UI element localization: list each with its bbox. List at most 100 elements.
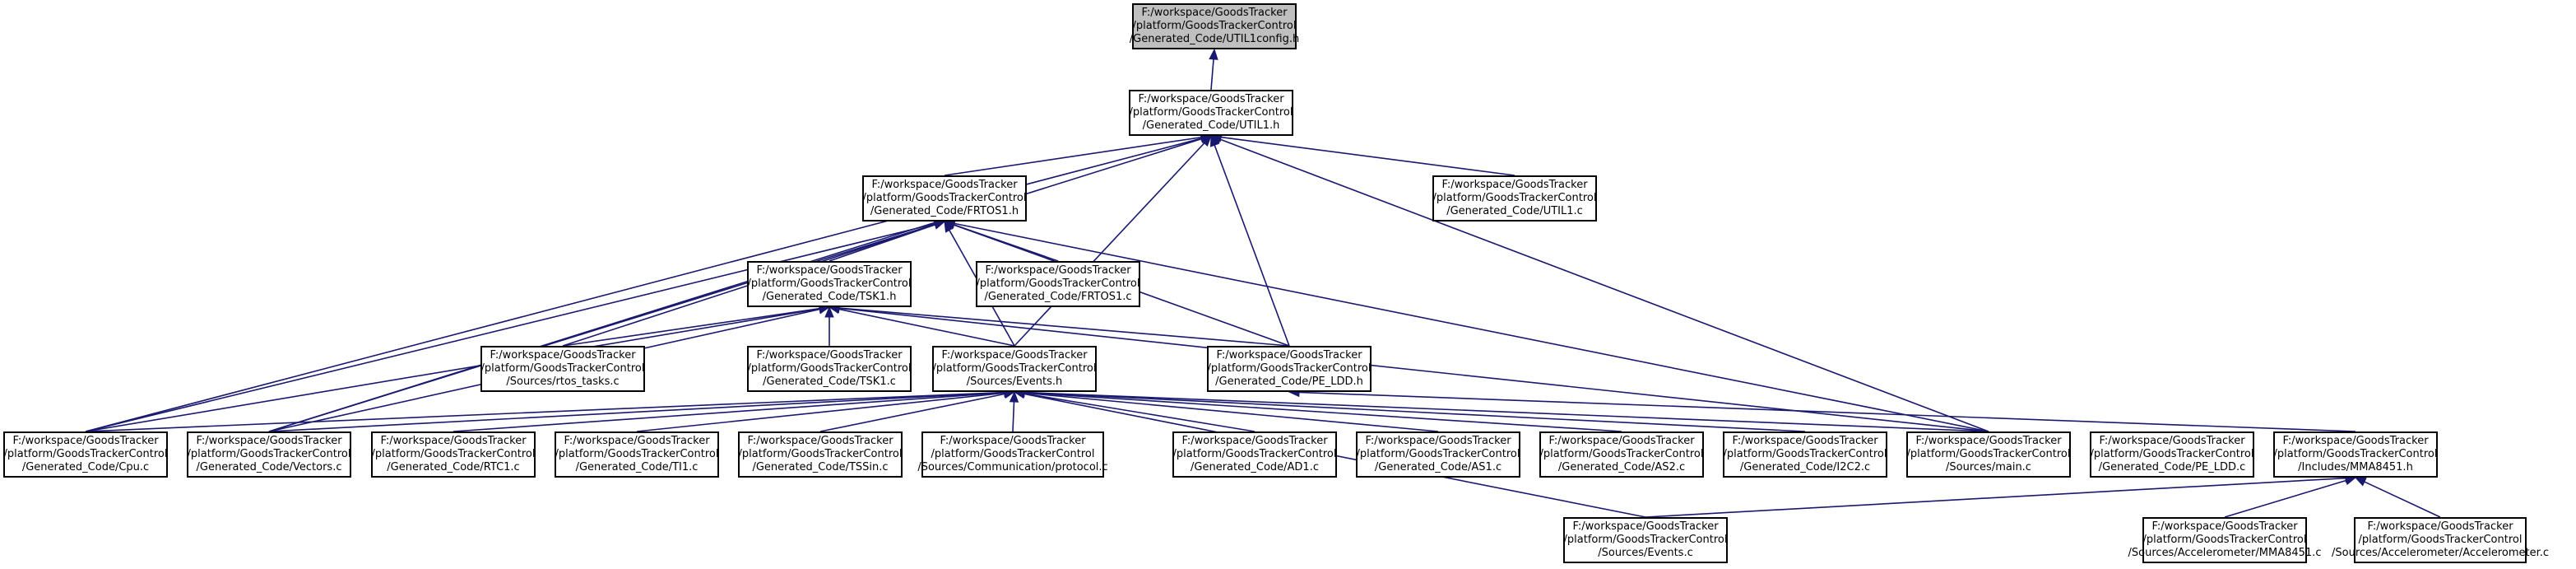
node-label-line: /platform/GoodsTrackerControl [738, 448, 903, 460]
node-label-line: F:/workspace/GoodsTracker [941, 349, 1088, 361]
node-label-line: /Generated_Code/AS1.c [1374, 461, 1502, 473]
node-label-line: /Generated_Code/Cpu.c [21, 461, 150, 473]
graph-node-tsk1c[interactable]: F:/workspace/GoodsTracker/platform/Goods… [747, 346, 912, 392]
graph-node-util1cfg: F:/workspace/GoodsTracker/platform/Goods… [1130, 3, 1299, 49]
node-label-line: /Includes/MMA8451.h [2298, 461, 2413, 473]
edge-cpuc-to-tsk1h [85, 308, 820, 432]
graph-node-ti1c[interactable]: F:/workspace/GoodsTracker/platform/Goods… [555, 431, 719, 478]
graph-node-accc[interactable]: F:/workspace/GoodsTracker/platform/Goods… [2332, 517, 2549, 563]
graph-node-frtos1c[interactable]: F:/workspace/GoodsTracker/platform/Goods… [976, 261, 1140, 307]
node-label-line: /platform/GoodsTrackerControl [2358, 534, 2523, 546]
arrowhead-util1h-to-util1cfg [1209, 48, 1218, 60]
arrowhead-accc-to-mma8451h [2354, 477, 2367, 487]
edge-eventsh-to-tsk1h [838, 308, 1015, 347]
node-label-line: /Generated_Code/UTIL1.c [1446, 205, 1583, 217]
node-label-line: F:/workspace/GoodsTracker [940, 435, 1086, 447]
node-label-line: F:/workspace/GoodsTracker [1138, 93, 1284, 105]
edge-eventsc-to-mma8451h [1645, 477, 2346, 518]
graph-node-eventsc[interactable]: F:/workspace/GoodsTracker/platform/Goods… [1563, 517, 1728, 563]
edge-vectorsc-to-frtos1h [268, 223, 935, 432]
edge-util1c-to-util1h [1220, 136, 1515, 176]
node-label-line: /Generated_Code/TSK1.h [762, 291, 897, 303]
node-label-line: /platform/GoodsTrackerControl [1172, 448, 1337, 460]
node-label-line: /Generated_Code/TSK1.c [763, 375, 896, 388]
edge-mainc-to-util1h [1219, 138, 1989, 432]
node-label-line: F:/workspace/GoodsTracker [196, 435, 342, 447]
node-label-line: /Generated_Code/RTC1.c [387, 461, 520, 473]
node-label-line: F:/workspace/GoodsTracker [1365, 435, 1511, 447]
node-label-line: /platform/GoodsTrackerControl [1207, 362, 1372, 375]
node-label-line: F:/workspace/GoodsTracker [1441, 179, 1588, 191]
edge-peldh-to-util1h [1214, 144, 1290, 347]
graph-node-as1c[interactable]: F:/workspace/GoodsTracker/platform/Goods… [1356, 431, 1520, 478]
node-label-line: F:/workspace/GoodsTracker [756, 349, 903, 361]
node-label-line: F:/workspace/GoodsTracker [1216, 349, 1362, 361]
graph-node-ad1c[interactable]: F:/workspace/GoodsTracker/platform/Goods… [1172, 431, 1337, 478]
node-label-line: /Generated_Code/PE_LDD.h [1215, 375, 1363, 388]
arrowhead-protocolc-to-eventsh [1009, 390, 1019, 403]
edge-tssinc-to-eventsh [819, 393, 1005, 432]
node-label-line: /Generated_Code/FRTOS1.h [870, 205, 1019, 217]
graph-node-util1c[interactable]: F:/workspace/GoodsTracker/platform/Goods… [1432, 175, 1597, 222]
node-label-line: /platform/GoodsTrackerControl [2142, 534, 2307, 546]
node-label-line: /Generated_Code/TI1.c [575, 461, 699, 473]
edge-freertos-to-tsk1h [562, 307, 820, 347]
graph-node-util1h[interactable]: F:/workspace/GoodsTracker/platform/Goods… [1129, 90, 1293, 136]
edge-protocolc-to-eventsh [1012, 401, 1015, 432]
node-label-line: /Generated_Code/UTIL1.h [1142, 119, 1280, 132]
node-label-line: F:/workspace/GoodsTracker [985, 264, 1131, 277]
node-label-line: /platform/GoodsTrackerControl [747, 362, 912, 375]
graph-node-peldc[interactable]: F:/workspace/GoodsTracker/platform/Goods… [2090, 431, 2254, 478]
node-label-line: F:/workspace/GoodsTracker [871, 179, 1018, 191]
graph-node-rtc1c[interactable]: F:/workspace/GoodsTracker/platform/Goods… [371, 431, 536, 478]
graph-node-vectorsc[interactable]: F:/workspace/GoodsTracker/platform/Goods… [187, 431, 351, 478]
edge-mainc-to-eventsh [1023, 391, 1989, 432]
graph-node-tssinc[interactable]: F:/workspace/GoodsTracker/platform/Goods… [738, 431, 903, 478]
node-label-line: /Sources/Events.c [1598, 547, 1693, 559]
node-label-line: F:/workspace/GoodsTracker [12, 435, 159, 447]
graph-node-as2c[interactable]: F:/workspace/GoodsTracker/platform/Goods… [1539, 431, 1704, 478]
graph-node-mma8451h[interactable]: F:/workspace/GoodsTracker/platform/Goods… [2273, 431, 2438, 478]
node-label-line: F:/workspace/GoodsTracker [2367, 520, 2513, 533]
node-label-line: /Sources/Events.h [966, 375, 1063, 388]
graph-node-eventsh[interactable]: F:/workspace/GoodsTracker/platform/Goods… [932, 346, 1097, 392]
node-label-line: F:/workspace/GoodsTracker [490, 349, 636, 361]
node-label-line: /platform/GoodsTrackerControl [555, 448, 719, 460]
graph-node-cpuc[interactable]: F:/workspace/GoodsTracker/platform/Goods… [3, 431, 168, 478]
node-label-line: /platform/GoodsTrackerControl [371, 448, 536, 460]
graph-node-i2c2c[interactable]: F:/workspace/GoodsTracker/platform/Goods… [1723, 431, 1887, 478]
node-label-line: /platform/GoodsTrackerControl [2090, 448, 2254, 460]
node-label-line: /Sources/rtos_tasks.c [506, 375, 620, 388]
graph-node-mainc[interactable]: F:/workspace/GoodsTracker/platform/Goods… [1906, 431, 2071, 478]
node-label-line: /Sources/Communication/protocol.c [917, 461, 1108, 473]
node-label-line: F:/workspace/GoodsTracker [2151, 520, 2298, 533]
arrowhead-accmmac-to-mma8451h [2344, 476, 2357, 486]
node-label-line: F:/workspace/GoodsTracker [1141, 7, 1288, 19]
graph-node-tsk1h[interactable]: F:/workspace/GoodsTracker/platform/Goods… [747, 261, 912, 307]
node-label-line: /platform/GoodsTrackerControl [747, 278, 912, 290]
graph-node-accmmac[interactable]: F:/workspace/GoodsTracker/platform/Goods… [2128, 517, 2321, 563]
node-label-line: /platform/GoodsTrackerControl [480, 362, 645, 375]
edge-as2c-to-eventsh [1023, 391, 1622, 432]
graph-node-protocolc[interactable]: F:/workspace/GoodsTracker/platform/Goods… [917, 431, 1108, 478]
graph-node-peldh[interactable]: F:/workspace/GoodsTracker/platform/Goods… [1207, 346, 1372, 392]
node-label-line: /Generated_Code/FRTOS1.c [984, 291, 1132, 303]
node-label-line: /platform/GoodsTrackerControl [976, 278, 1140, 290]
node-label-line: /platform/GoodsTrackerControl [3, 448, 168, 460]
edge-ti1c-to-eventsh [636, 392, 1005, 432]
node-label-line: /platform/GoodsTrackerControl [1432, 192, 1597, 204]
node-label-line: F:/workspace/GoodsTracker [564, 435, 710, 447]
graph-node-frtos1h[interactable]: F:/workspace/GoodsTracker/platform/Goods… [862, 175, 1027, 222]
node-label-line: /platform/GoodsTrackerControl [1906, 448, 2071, 460]
graph-node-freertos[interactable]: F:/workspace/GoodsTracker/platform/Goods… [480, 346, 645, 392]
node-label-line: F:/workspace/GoodsTracker [380, 435, 527, 447]
node-label-line: /platform/GoodsTrackerControl [187, 448, 351, 460]
edge-ad1c-to-eventsh [1023, 393, 1256, 432]
node-label-line: F:/workspace/GoodsTracker [1548, 435, 1695, 447]
node-label-line: /platform/GoodsTrackerControl [1723, 448, 1887, 460]
node-label-line: /Sources/Accelerometer/Accelerometer.c [2332, 547, 2550, 559]
node-label-line: F:/workspace/GoodsTracker [756, 264, 903, 277]
node-label-line: F:/workspace/GoodsTracker [1732, 435, 1878, 447]
